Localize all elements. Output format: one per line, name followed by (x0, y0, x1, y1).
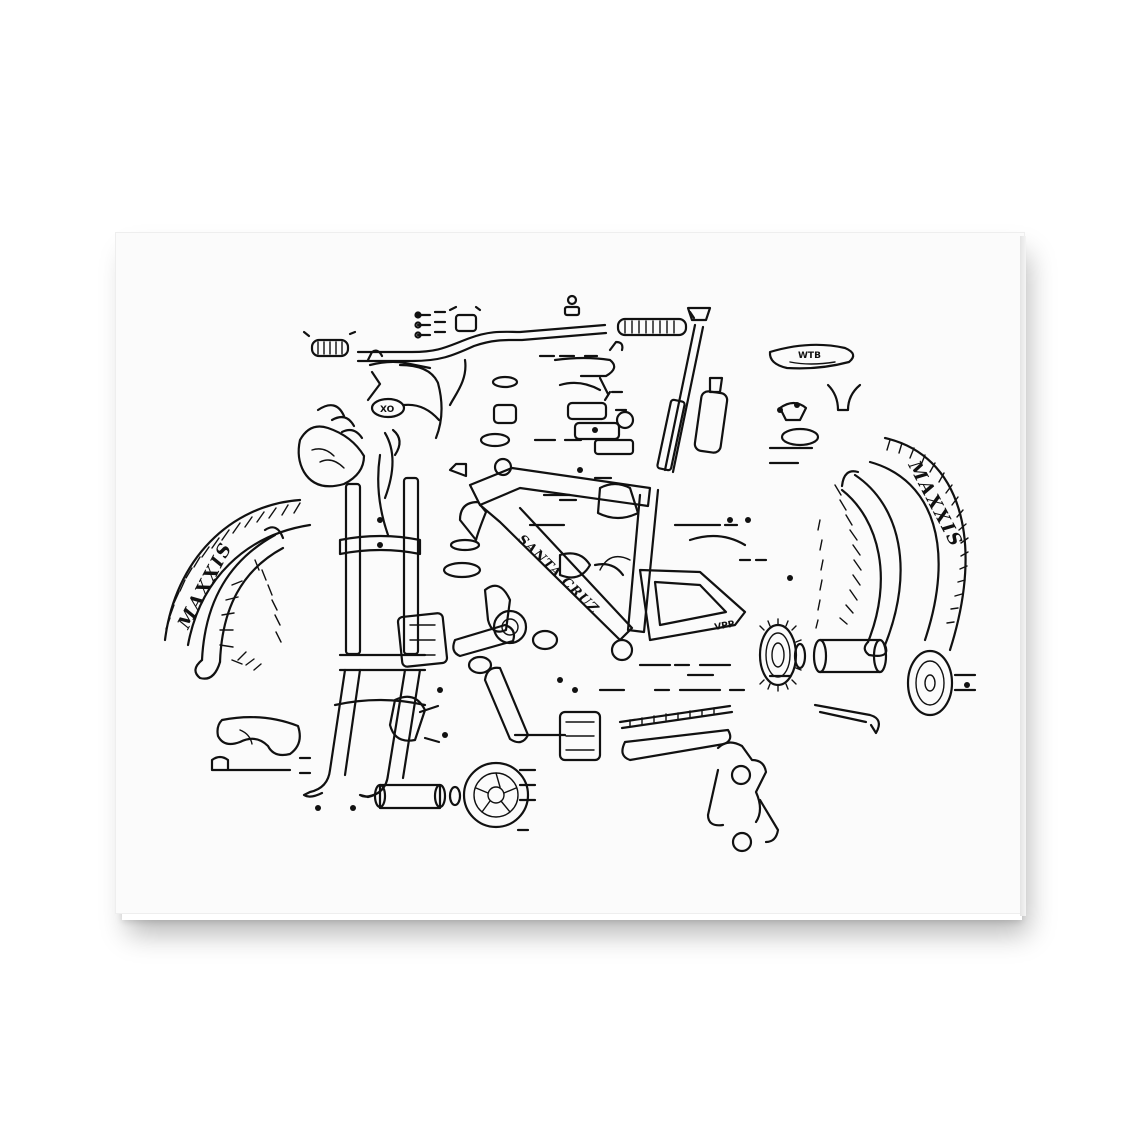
pedal-left (396, 612, 449, 668)
canvas-edge (1020, 236, 1026, 916)
rear-rim (840, 470, 902, 657)
rear-axle (210, 703, 881, 772)
seatpost (656, 306, 712, 474)
seat-bag (297, 404, 366, 488)
front-hub (373, 783, 462, 810)
saddle: WTB (768, 343, 862, 412)
water-bottle (693, 376, 729, 454)
handlebar (356, 323, 608, 407)
headset-parts (442, 375, 519, 579)
rear-shock (566, 390, 635, 456)
small-sprocket (448, 457, 513, 478)
stem (448, 294, 581, 333)
rear-hub (793, 638, 888, 674)
chain (618, 704, 734, 730)
shifter: XO (370, 397, 441, 422)
left-brake-lever (366, 349, 443, 440)
crank-arm (452, 623, 530, 744)
rear-triangle: VPP (638, 568, 747, 642)
suspension-fork (302, 476, 427, 799)
front-rim (194, 526, 285, 680)
linkage-parts (483, 482, 640, 633)
saddle-label: WTB (798, 351, 821, 361)
front-caliper (388, 695, 441, 744)
hardware-bolts (298, 310, 977, 832)
rear-rotor (906, 649, 954, 717)
canvas-print (115, 232, 1025, 914)
front-tire: MAXXIS (163, 498, 312, 647)
rear-tire: MAXXIS (868, 436, 969, 652)
brake-hoses (377, 428, 747, 547)
front-rotor (462, 761, 530, 829)
front-spokes (219, 559, 282, 671)
front-mudguard (216, 716, 301, 757)
cassette (758, 618, 802, 692)
shifter-label: XO (380, 405, 395, 415)
right-brake-lever (553, 340, 624, 396)
chain-guide (621, 728, 732, 762)
seat-clamp (778, 401, 820, 447)
pedal-right (558, 710, 602, 762)
hardware-nuts (315, 313, 970, 811)
right-grip (616, 310, 696, 337)
frame-brand: SANTA CRUZ (514, 532, 601, 617)
chainring (467, 609, 559, 675)
rear-derailleur (706, 741, 780, 853)
left-grip (302, 330, 357, 358)
rear-spokes (815, 484, 862, 629)
chainstay-label: VPP (714, 620, 736, 633)
